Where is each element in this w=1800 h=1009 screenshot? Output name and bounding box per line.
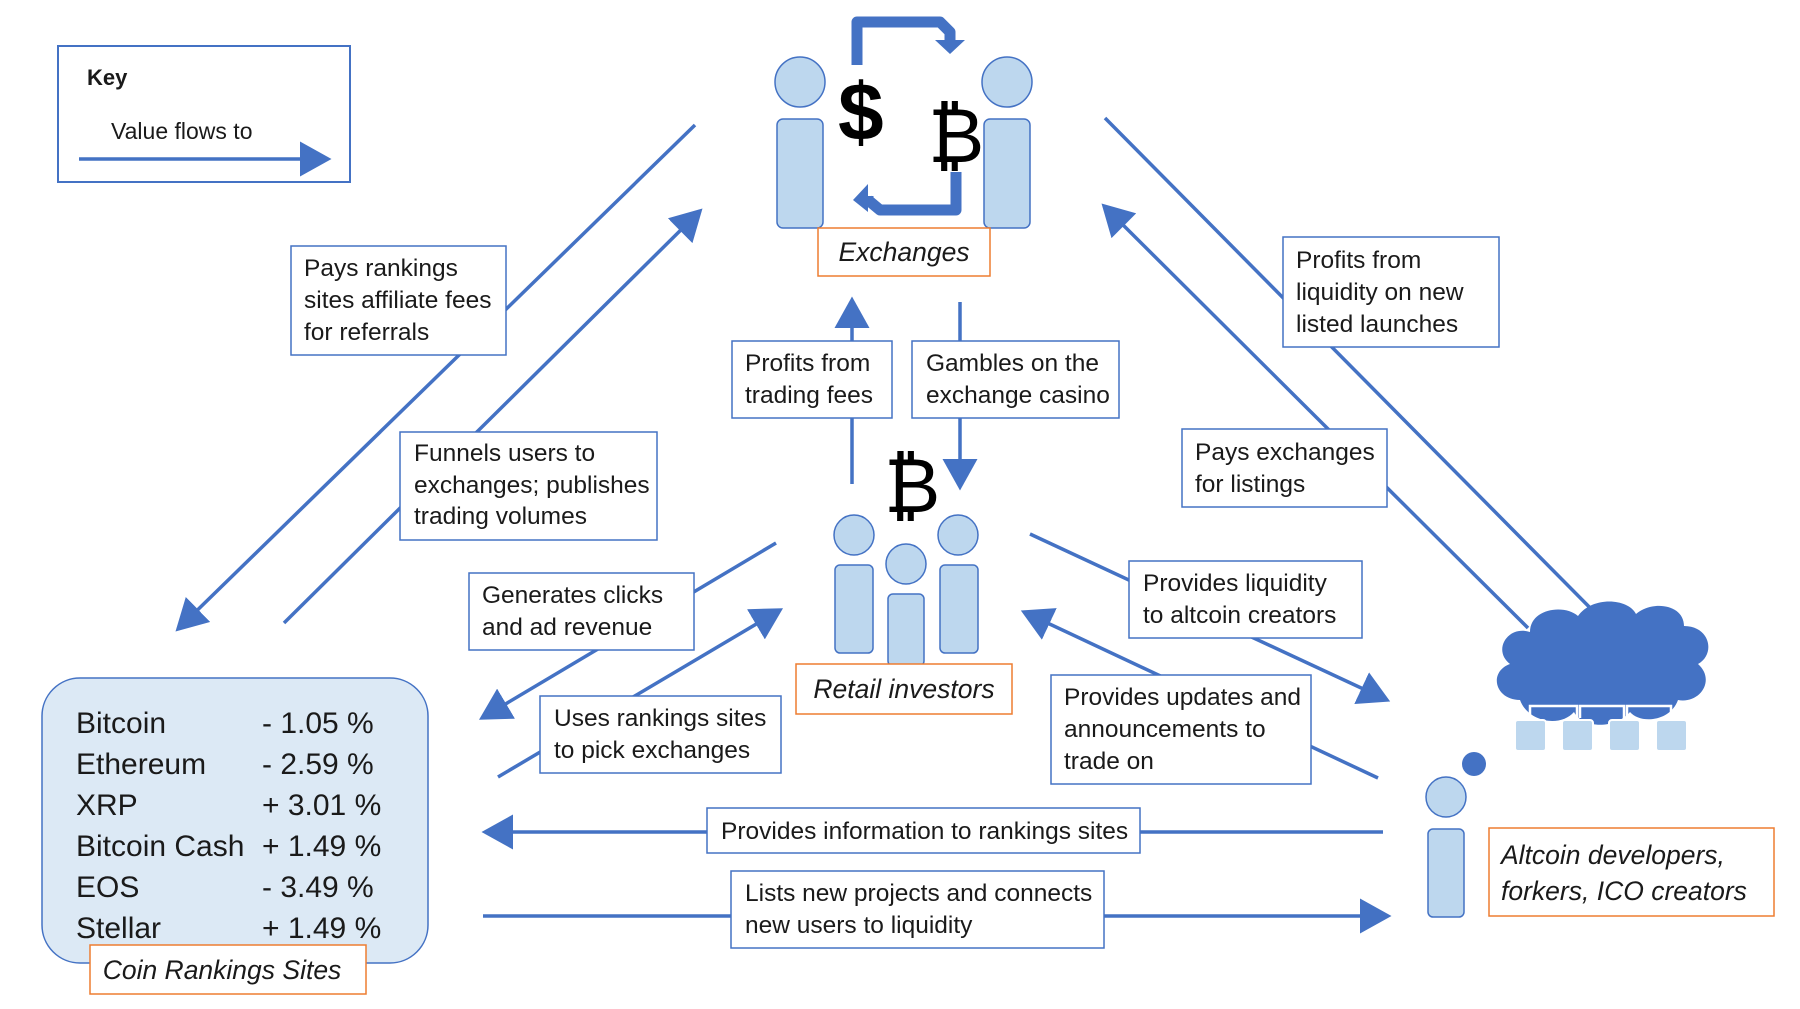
rankings-actor: Bitcoin - 1.05 % Ethereum - 2.59 % XRP + 3.01…: [41, 677, 429, 995]
pays-listings-line-2: for listings: [1195, 471, 1305, 498]
gambles-line-2: exchange casino: [926, 382, 1110, 409]
funnels-line-2: exchanges; publishes: [414, 472, 650, 499]
profits-liquidity-box: Profits from liquidity on new listed lau…: [1282, 236, 1500, 348]
arrow-altcoin-to-exchanges: [1101, 203, 1530, 630]
retail-actor: ₿ Retail investors: [795, 444, 1013, 715]
dollar-icon: $: [838, 67, 884, 158]
key-title: Key: [87, 65, 128, 90]
bitcoin-icon: ₿: [928, 94, 984, 179]
arrow-exchanges-to-altcoin: [1103, 116, 1620, 638]
profits-liquidity-line-2: liquidity on new: [1296, 279, 1464, 306]
uses-rankings-box: Uses rankings sites to pick exchanges: [539, 695, 782, 774]
coin-change: - 2.59 %: [262, 748, 374, 781]
altcoin-label-box: [1488, 827, 1775, 917]
pays-listings-box: Pays exchanges for listings: [1181, 428, 1388, 508]
provides-updates-line-2: announcements to: [1064, 716, 1266, 743]
coin-row: Bitcoin - 1.05 %: [76, 707, 374, 740]
altcoin-label-line-2: forkers, ICO creators: [1501, 876, 1747, 906]
altcoin-actor: Altcoin developers, forkers, ICO creator…: [1425, 601, 1775, 918]
retail-person-middle: [885, 543, 927, 667]
coin-change: - 1.05 %: [262, 707, 374, 740]
retail-person-right: [937, 514, 979, 654]
coin-name: Bitcoin Cash: [76, 830, 244, 863]
provides-info-box: Provides information to rankings sites: [706, 807, 1141, 854]
cycle-arrow-top-icon: [851, 16, 956, 65]
coin-change: + 1.49 %: [262, 912, 381, 945]
coin-row: EOS - 3.49 %: [76, 871, 374, 904]
exchange-person-left: [774, 56, 826, 229]
thought-bubble-icon: [1462, 752, 1486, 776]
provides-liquidity-box: Provides liquidity to altcoin creators: [1128, 560, 1363, 639]
profits-liquidity-line-1: Profits from: [1296, 247, 1421, 274]
generates-clicks-line-2: and ad revenue: [482, 614, 652, 641]
cycle-arrow-bottom-head-icon: [853, 184, 868, 212]
bitcoin-icon: ₿: [884, 444, 940, 529]
retail-label: Retail investors: [813, 674, 994, 704]
exchanges-actor: $ ₿ Exchanges: [774, 16, 1033, 277]
coin-name: Bitcoin: [76, 707, 166, 740]
cycle-arrow-top-head-icon: [935, 40, 965, 54]
provides-updates-line-1: Provides updates and: [1064, 684, 1301, 711]
coin-change: + 3.01 %: [262, 789, 381, 822]
thought-cloud-icon: [1496, 601, 1709, 725]
pays-listings-line-1: Pays exchanges: [1195, 439, 1375, 466]
arrow-rankings-to-exchanges: [282, 208, 703, 625]
coin-row: Stellar + 1.49 %: [76, 912, 381, 945]
exchange-person-right: [981, 56, 1033, 229]
coin-change: - 3.49 %: [262, 871, 374, 904]
uses-rankings-line-2: to pick exchanges: [554, 737, 750, 764]
blockchain-icon: [1514, 704, 1688, 752]
exchanges-label: Exchanges: [838, 237, 969, 267]
coin-name: EOS: [76, 871, 139, 904]
coin-row: Ethereum - 2.59 %: [76, 748, 374, 781]
uses-rankings-line-1: Uses rankings sites: [554, 705, 766, 732]
exchanges-label-box: [817, 227, 991, 277]
retail-label-box: [795, 663, 1013, 715]
profits-liquidity-line-3: listed launches: [1296, 311, 1458, 338]
lists-projects-line-1: Lists new projects and connects: [745, 880, 1092, 907]
gambles-line-1: Gambles on the: [926, 350, 1099, 377]
retail-person-left: [833, 514, 875, 654]
provides-updates-box: Provides updates and announcements to tr…: [1050, 674, 1312, 785]
altcoin-label-line-1: Altcoin developers,: [1499, 840, 1725, 870]
gambles-box: Gambles on the exchange casino: [911, 340, 1120, 419]
provides-updates-line-3: trade on: [1064, 748, 1154, 775]
profits-trading-line-2: trading fees: [745, 382, 873, 409]
provides-info-line-1: Provides information to rankings sites: [721, 818, 1128, 845]
provides-liquidity-line-1: Provides liquidity: [1143, 570, 1328, 597]
lists-projects-box: Lists new projects and connects new user…: [730, 870, 1105, 949]
generates-clicks-line-1: Generates clicks: [482, 582, 663, 609]
funnels-line-1: Funnels users to: [414, 440, 595, 467]
arrow-exchanges-to-rankings: [175, 123, 697, 632]
funnels-box: Funnels users to exchanges; publishes tr…: [399, 431, 658, 541]
profits-trading-box: Profits from trading fees: [731, 340, 893, 419]
rankings-label: Coin Rankings Sites: [103, 955, 342, 985]
key-legend: Key Value flows to: [57, 45, 351, 183]
coin-name: Ethereum: [76, 748, 206, 781]
pays-rankings-line-1: Pays rankings: [304, 255, 458, 282]
coin-row: Bitcoin Cash + 1.49 %: [76, 830, 381, 863]
lists-projects-line-2: new users to liquidity: [745, 912, 973, 939]
funnels-line-3: trading volumes: [414, 503, 587, 530]
pays-rankings-line-2: sites affiliate fees: [304, 287, 491, 314]
pays-rankings-box: Pays rankings sites affiliate fees for r…: [290, 245, 507, 356]
key-item-label: Value flows to: [111, 118, 252, 144]
coin-row: XRP + 3.01 %: [76, 789, 381, 822]
coin-change: + 1.49 %: [262, 830, 381, 863]
pays-rankings-line-3: for referrals: [304, 319, 429, 346]
coin-name: XRP: [76, 789, 138, 822]
generates-clicks-box: Generates clicks and ad revenue: [468, 572, 695, 651]
provides-liquidity-line-2: to altcoin creators: [1143, 602, 1336, 629]
profits-trading-line-1: Profits from: [745, 350, 870, 377]
coin-list: Bitcoin - 1.05 % Ethereum - 2.59 % XRP + 3.01…: [76, 707, 381, 945]
coin-name: Stellar: [76, 912, 161, 945]
altcoin-person: [1425, 776, 1467, 918]
rankings-label-box: [89, 944, 367, 995]
